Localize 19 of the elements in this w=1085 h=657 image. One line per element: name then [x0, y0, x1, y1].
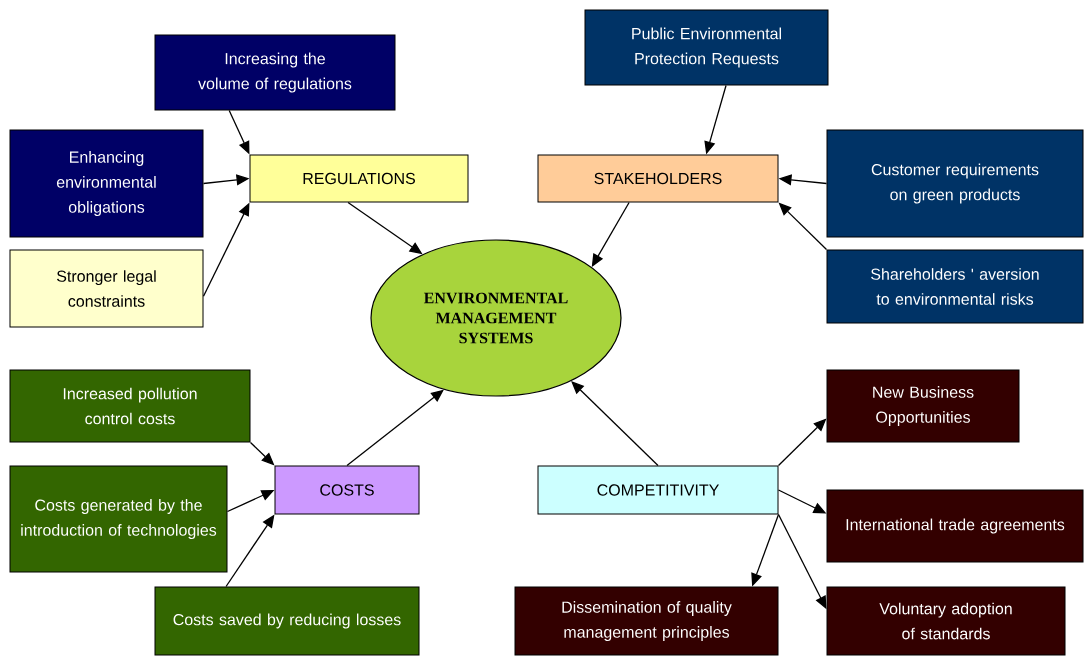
- effect-box: International trade agreements: [826, 489, 1084, 563]
- cause-box: Public Environmental Protection Requests: [584, 9, 829, 86]
- cause-box: Increased pollution control costs: [9, 369, 251, 443]
- arrow: [571, 381, 659, 467]
- category-box: COSTS: [274, 465, 420, 515]
- cause-box: Shareholders ' aversion to environmental risks: [826, 249, 1084, 324]
- cause-box: Enhancing environmental obligations: [9, 129, 204, 238]
- category-box: REGULATIONS: [249, 154, 469, 203]
- category-box: COMPETITIVITY: [537, 465, 779, 515]
- cause-box: Costs generated by the introduction of technologies: [9, 465, 228, 573]
- cause-box: Customer requirements on green products: [826, 129, 1084, 238]
- effect-box: Dissemination of quality management principles: [514, 586, 779, 656]
- arrow: [346, 389, 444, 467]
- category-box: STAKEHOLDERS: [537, 154, 779, 203]
- cause-box: Stronger legal constraints: [9, 249, 204, 328]
- cause-box: Costs saved by reducing losses: [154, 586, 420, 656]
- effect-box: New Business Opportunities: [826, 369, 1020, 443]
- effect-box: Voluntary adoption of standards: [826, 586, 1066, 656]
- cause-box: Increasing the volume of regulations: [154, 34, 396, 111]
